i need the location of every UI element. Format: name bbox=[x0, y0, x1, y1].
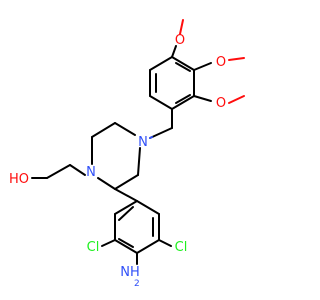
bond bbox=[97, 177, 116, 190]
bond bbox=[149, 127, 173, 139]
bond bbox=[149, 95, 173, 110]
nitrogen-label: N bbox=[138, 135, 148, 150]
bond bbox=[136, 200, 160, 215]
bond bbox=[228, 95, 245, 104]
bond bbox=[101, 239, 116, 247]
amine-label: NH bbox=[120, 265, 140, 280]
amine-subscript: 2 bbox=[134, 279, 140, 289]
bond bbox=[46, 164, 71, 179]
bond bbox=[193, 95, 212, 102]
structure-canvas: O O O N N HO Cl Cl NH 2 bbox=[8, 19, 245, 289]
bond bbox=[114, 200, 138, 215]
bond bbox=[171, 95, 195, 110]
bond-double-inner bbox=[175, 94, 191, 104]
bond bbox=[137, 147, 141, 176]
molecule-drawing: O O O N N HO Cl Cl NH 2 bbox=[9, 19, 245, 289]
trimethoxyphenyl-ring bbox=[149, 56, 195, 110]
bond bbox=[69, 164, 86, 176]
bond bbox=[158, 239, 172, 247]
bond bbox=[91, 122, 116, 138]
dichloroaniline-ring bbox=[114, 200, 160, 254]
bond bbox=[149, 136, 153, 139]
bond bbox=[228, 57, 245, 61]
hydroxyl-label: HO bbox=[9, 172, 29, 187]
bond bbox=[114, 174, 139, 190]
chlorine-label: Cl bbox=[175, 240, 188, 255]
bond bbox=[114, 122, 136, 136]
bond bbox=[171, 56, 195, 71]
oxygen-label: O bbox=[175, 33, 185, 48]
bond bbox=[179, 19, 184, 35]
oxygen-label: O bbox=[216, 96, 226, 111]
piperazine-ring bbox=[91, 122, 141, 190]
bond bbox=[114, 188, 138, 202]
bond bbox=[149, 56, 173, 71]
bond-double-inner bbox=[175, 62, 191, 72]
bond bbox=[114, 239, 138, 254]
bond bbox=[136, 239, 160, 254]
nitrogen-label: N bbox=[86, 165, 96, 180]
bond bbox=[193, 62, 212, 71]
bond bbox=[171, 45, 177, 58]
bond-double-inner bbox=[118, 206, 134, 221]
chlorine-label: Cl bbox=[87, 240, 100, 255]
oxygen-label: O bbox=[216, 55, 226, 70]
bond-double-inner bbox=[118, 238, 134, 248]
